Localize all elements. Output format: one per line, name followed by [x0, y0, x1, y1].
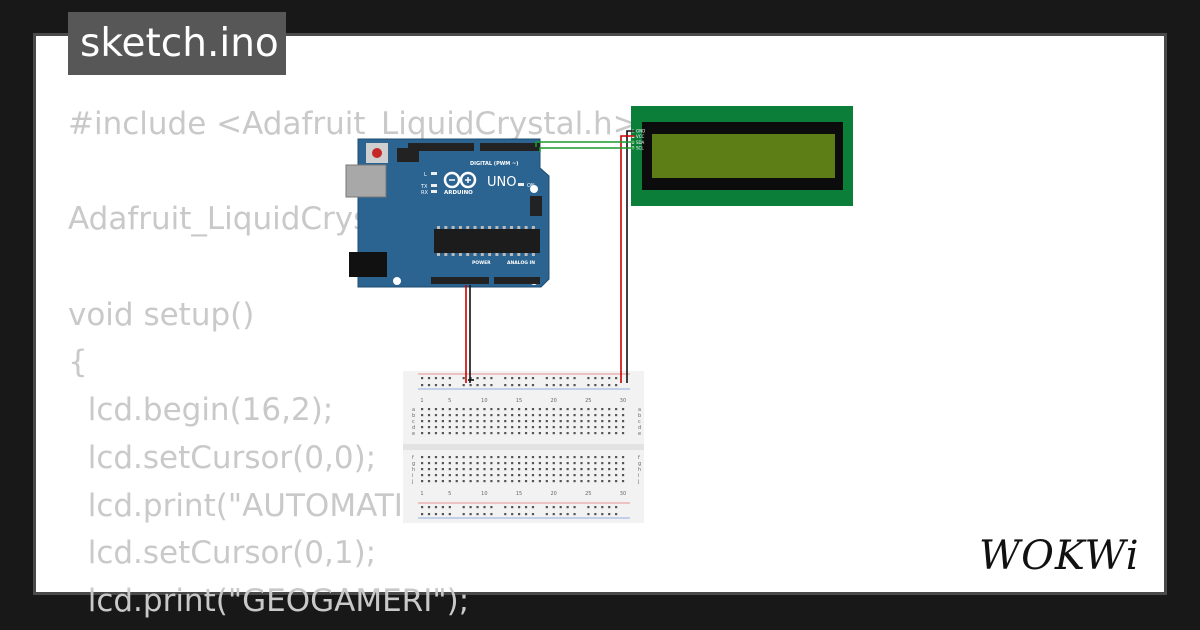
- code-line: lcd.print("AUTOMATIC");: [68, 487, 462, 524]
- led-rx-label: RX: [421, 190, 428, 196]
- wire-lcd-vcc[interactable]: [620, 135, 635, 383]
- digital-header-label: DIGITAL (PWM ~): [470, 161, 518, 167]
- analog-header-label: ANALOG IN: [507, 260, 535, 266]
- wokwi-logo-text: WOKWi: [979, 533, 1140, 579]
- breadboard-row-label: b: [412, 413, 415, 419]
- breadboard-col-label: 10: [481, 491, 487, 497]
- breadboard-row-label: a: [412, 407, 415, 413]
- breadboard-row-label: b: [638, 413, 641, 419]
- breadboard-row-label: c: [638, 419, 641, 425]
- lcd-pin-label: GND: [636, 129, 645, 134]
- breadboard-col-label: 15: [516, 398, 522, 404]
- breadboard-row-label: f: [638, 455, 640, 461]
- breadboard-col-label: 20: [550, 398, 556, 404]
- breadboard-col-label: 5: [448, 398, 451, 404]
- wires: [465, 130, 635, 383]
- breadboard-row-label: i: [638, 473, 639, 479]
- breadboard-row-label: f: [412, 455, 414, 461]
- power-header[interactable]: [431, 277, 489, 284]
- breadboard-row-label: j: [411, 479, 413, 485]
- file-title-label: sketch.ino: [80, 21, 279, 66]
- lcd-pin-label: SDA: [636, 140, 645, 145]
- file-title-tab[interactable]: sketch.ino: [68, 12, 286, 75]
- digital-header[interactable]: [408, 143, 474, 151]
- breadboard-row-label: h: [638, 467, 641, 473]
- lcd-pin-label: SCL: [636, 145, 644, 150]
- code-line: lcd.setCursor(0,1);: [68, 535, 377, 572]
- led-on-label: ON: [527, 183, 535, 189]
- breadboard-row-label: j: [637, 479, 639, 485]
- code-line: lcd.setCursor(0,0);: [68, 439, 377, 476]
- breadboard-col-label: 30: [620, 491, 626, 497]
- breadboard-col-label: 10: [481, 398, 487, 404]
- microcontroller-chip: [434, 229, 540, 253]
- wire-lcd-scl[interactable]: [539, 147, 635, 152]
- arduino-logo-icon: [443, 171, 477, 189]
- lcd-pin-label: VCC: [636, 134, 645, 139]
- power-jack: [349, 252, 387, 277]
- breadboard-row-label: d: [638, 425, 641, 431]
- breadboard-row-label: i: [412, 473, 413, 479]
- code-line: void setup(): [68, 296, 255, 333]
- breadboard-row-label: d: [412, 425, 415, 431]
- code-line: #include <Adafruit_LiquidCrystal.h>: [68, 106, 639, 142]
- breadboard-row-label: h: [412, 467, 415, 473]
- breadboard-col-label: 30: [620, 398, 626, 404]
- breadboard-row-label: g: [412, 461, 415, 467]
- breadboard-row-label: e: [638, 431, 641, 437]
- led-tx-label: TX: [420, 184, 428, 190]
- breadboard-col-label: 1: [420, 491, 423, 497]
- usb-port: [345, 164, 387, 198]
- breadboard-col-label: 25: [585, 491, 591, 497]
- analog-header[interactable]: [494, 277, 540, 284]
- breadboard-col-label: 1: [420, 398, 423, 404]
- code-line: lcd.print("GEOGAMERI");: [68, 582, 470, 619]
- power-header-label: POWER: [472, 260, 491, 266]
- code-line: lcd.begin(16,2);: [68, 392, 334, 429]
- breadboard-col-label: 20: [550, 491, 556, 497]
- arduino-uno-board[interactable]: DIGITAL (PWM ~) UNO ARDUINO L TX RX ON P…: [345, 138, 550, 288]
- board-brand-label: ARDUINO: [444, 190, 473, 196]
- wokwi-logo: WOKWi: [979, 533, 1140, 579]
- lcd-screen: [652, 134, 835, 178]
- board-model-label: UNO: [487, 175, 516, 190]
- led-l-label: L: [424, 172, 427, 178]
- breadboard-row-label: g: [638, 461, 641, 467]
- breadboard-col-label: 25: [585, 398, 591, 404]
- code-line: {: [68, 344, 88, 381]
- breadboard-col-label: 5: [448, 491, 451, 497]
- code-preview: #include <Adafruit_LiquidCrystal.h>Adafr…: [68, 101, 639, 626]
- breadboard-row-label: a: [638, 407, 641, 413]
- wire-lcd-sda[interactable]: [535, 141, 635, 147]
- wire-lcd-gnd[interactable]: [626, 130, 635, 383]
- breadboard-row-label: c: [412, 419, 415, 425]
- breadboard-row-label: e: [412, 431, 415, 437]
- breadboard-col-label: 15: [516, 491, 522, 497]
